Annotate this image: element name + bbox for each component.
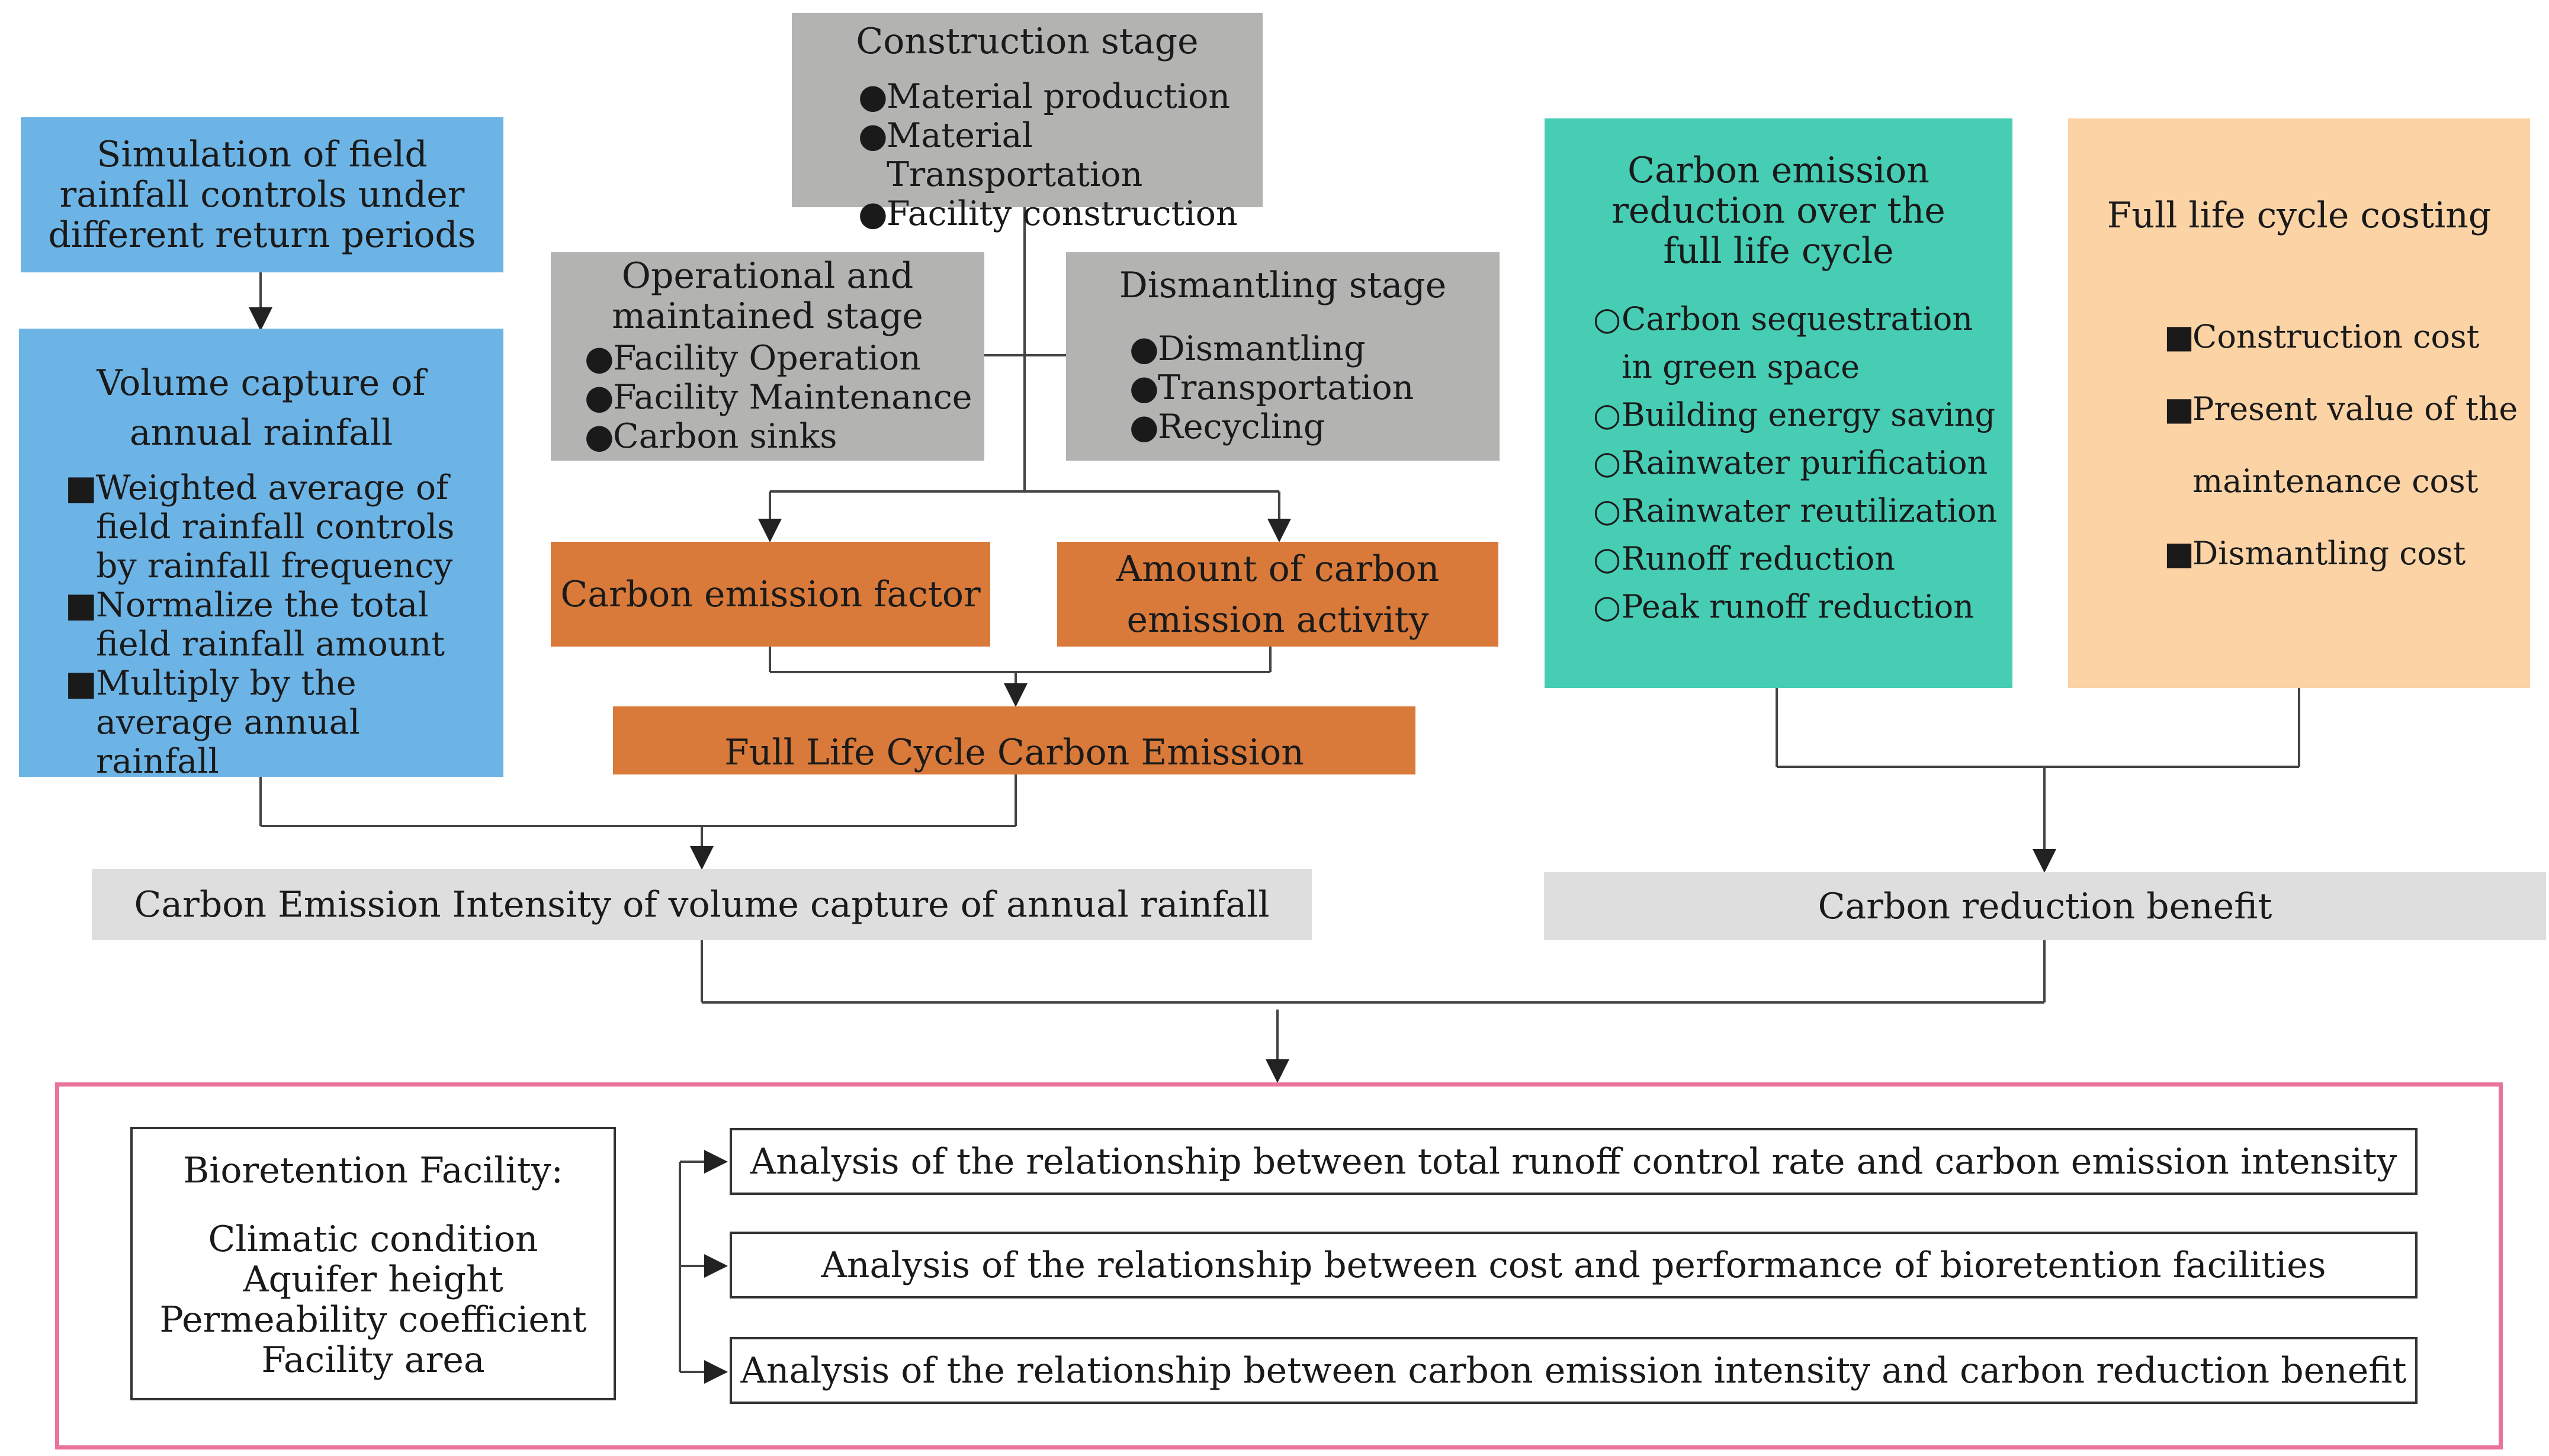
carbon-reduction-benefit-text: Carbon reduction benefit (1818, 885, 2272, 927)
carbon-emission-activity-text: Amount of carbon emission activity (1116, 548, 1440, 641)
simulation-text: Simulation of field rainfall controls un… (48, 134, 476, 256)
carbon-emission-factor-box: Carbon emission factor (551, 542, 990, 647)
bioretention-facility-title: Bioretention Facility: (183, 1150, 563, 1191)
list-item: ○Rainwater purification (1593, 439, 2001, 487)
dismantling-stage-list: ●Dismantling ●Transportation ●Recycling (1078, 329, 1488, 446)
analysis-frame (55, 1082, 2503, 1449)
hollow-bullet-icon: ○ (1593, 444, 1622, 481)
filled-bullet-icon: ● (585, 378, 614, 417)
list-item: ●Facility Operation (585, 339, 921, 378)
list-item: ●Facility Maintenance (585, 378, 972, 417)
square-bullet-icon: ■ (2164, 535, 2195, 572)
list-item: ■Present value of the maintenance cost (2164, 373, 2518, 518)
square-bullet-icon: ■ (65, 468, 97, 507)
hollow-bullet-icon: ○ (1593, 396, 1622, 433)
construction-stage-title: Construction stage (856, 21, 1199, 62)
list-item: ●Dismantling (1129, 329, 1366, 368)
filled-bullet-icon: ● (1129, 329, 1159, 368)
hollow-bullet-icon: ○ (1593, 300, 1622, 338)
list-item: ○Peak runoff reduction (1593, 583, 2001, 631)
analysis-intensity-benefit-box: Analysis of the relationship between car… (730, 1337, 2418, 1404)
list-item: ○Runoff reduction (1593, 535, 2001, 583)
list-item: ●Carbon sinks (585, 417, 837, 456)
filled-bullet-icon: ● (858, 116, 888, 155)
bioretention-parameter: Permeability coefficient (159, 1299, 587, 1341)
life-cycle-costing-list: ■Construction cost ■Present value of the… (2080, 301, 2518, 590)
carbon-emission-activity-box: Amount of carbon emission activity (1057, 542, 1498, 647)
volume-capture-box: Volume capture of annual rainfall ■Weigh… (19, 329, 503, 781)
carbon-emission-intensity-box: Carbon Emission Intensity of volume capt… (92, 869, 1312, 940)
analysis-runoff-intensity-box: Analysis of the relationship between tot… (730, 1128, 2418, 1195)
list-item: ■Multiply by the average annual rainfall (65, 664, 360, 781)
volume-capture-title: Volume capture of annual rainfall (97, 362, 426, 454)
list-item: ○Building energy saving (1593, 391, 2001, 439)
bioretention-parameter: Aquifer height (243, 1259, 503, 1300)
square-bullet-icon: ■ (2164, 318, 2195, 355)
filled-bullet-icon: ● (858, 194, 888, 233)
bioretention-parameter: Facility area (261, 1339, 485, 1381)
carbon-reduction-cycle-title: Carbon emission reduction over the full … (1611, 150, 1946, 272)
operational-stage-box: Operational and maintained stage ●Facili… (551, 252, 984, 461)
analysis-cost-performance-text: Analysis of the relationship between cos… (821, 1244, 2326, 1286)
carbon-emission-factor-text: Carbon emission factor (560, 573, 981, 615)
analysis-runoff-intensity-text: Analysis of the relationship between tot… (750, 1140, 2397, 1182)
volume-capture-list: ■Weighted average of field rainfall cont… (37, 468, 486, 781)
analysis-intensity-benefit-text: Analysis of the relationship between car… (740, 1349, 2407, 1391)
hollow-bullet-icon: ○ (1593, 540, 1622, 577)
carbon-reduction-cycle-box: Carbon emission reduction over the full … (1545, 118, 2012, 688)
filled-bullet-icon: ● (1129, 407, 1159, 446)
life-cycle-costing-title: Full life cycle costing (2107, 195, 2492, 236)
list-item: ●Material production (858, 77, 1231, 116)
dismantling-stage-title: Dismantling stage (1119, 265, 1447, 306)
square-bullet-icon: ■ (2164, 390, 2195, 428)
construction-stage-list: ●Material production ●Material Transport… (804, 77, 1251, 233)
dismantling-stage-box: Dismantling stage ●Dismantling ●Transpor… (1066, 252, 1500, 461)
square-bullet-icon: ■ (65, 664, 97, 703)
bioretention-facility-box: Bioretention Facility: Climatic conditio… (130, 1127, 616, 1400)
filled-bullet-icon: ● (858, 77, 888, 116)
list-item: ○Rainwater reutilization (1593, 487, 2001, 535)
list-item: ○Carbon sequestration in green space (1593, 295, 2001, 391)
filled-bullet-icon: ● (585, 417, 614, 456)
list-item: ■Normalize the total field rainfall amou… (65, 586, 445, 664)
full-life-cycle-emission-box: Full Life Cycle Carbon Emission (613, 706, 1415, 774)
life-cycle-costing-box: Full life cycle costing ■Construction co… (2068, 118, 2530, 688)
list-item: ■Dismantling cost (2164, 518, 2518, 590)
square-bullet-icon: ■ (65, 586, 97, 625)
carbon-reduction-benefit-box: Carbon reduction benefit (1544, 872, 2546, 940)
list-item: ■Weighted average of field rainfall cont… (65, 468, 455, 586)
bioretention-parameter: Climatic condition (208, 1219, 538, 1260)
list-item: ●Facility construction (858, 194, 1238, 233)
list-item: ■Construction cost (2164, 301, 2518, 373)
carbon-reduction-cycle-list: ○Carbon sequestration in green space ○Bu… (1556, 295, 2001, 631)
full-life-cycle-emission-text: Full Life Cycle Carbon Emission (724, 731, 1304, 773)
operational-stage-title: Operational and maintained stage (612, 255, 923, 337)
list-item: ●Transportation (1129, 368, 1414, 407)
operational-stage-list: ●Facility Operation ●Facility Maintenanc… (557, 339, 978, 456)
list-item: ●Material Transportation (858, 116, 1143, 194)
filled-bullet-icon: ● (585, 339, 614, 378)
list-item: ●Recycling (1129, 407, 1325, 446)
simulation-box: Simulation of field rainfall controls un… (21, 117, 503, 272)
construction-stage-box: Construction stage ●Material production … (792, 13, 1263, 233)
hollow-bullet-icon: ○ (1593, 588, 1622, 625)
filled-bullet-icon: ● (1129, 368, 1159, 407)
carbon-emission-intensity-text: Carbon Emission Intensity of volume capt… (134, 884, 1270, 925)
hollow-bullet-icon: ○ (1593, 492, 1622, 529)
analysis-cost-performance-box: Analysis of the relationship between cos… (730, 1232, 2418, 1298)
